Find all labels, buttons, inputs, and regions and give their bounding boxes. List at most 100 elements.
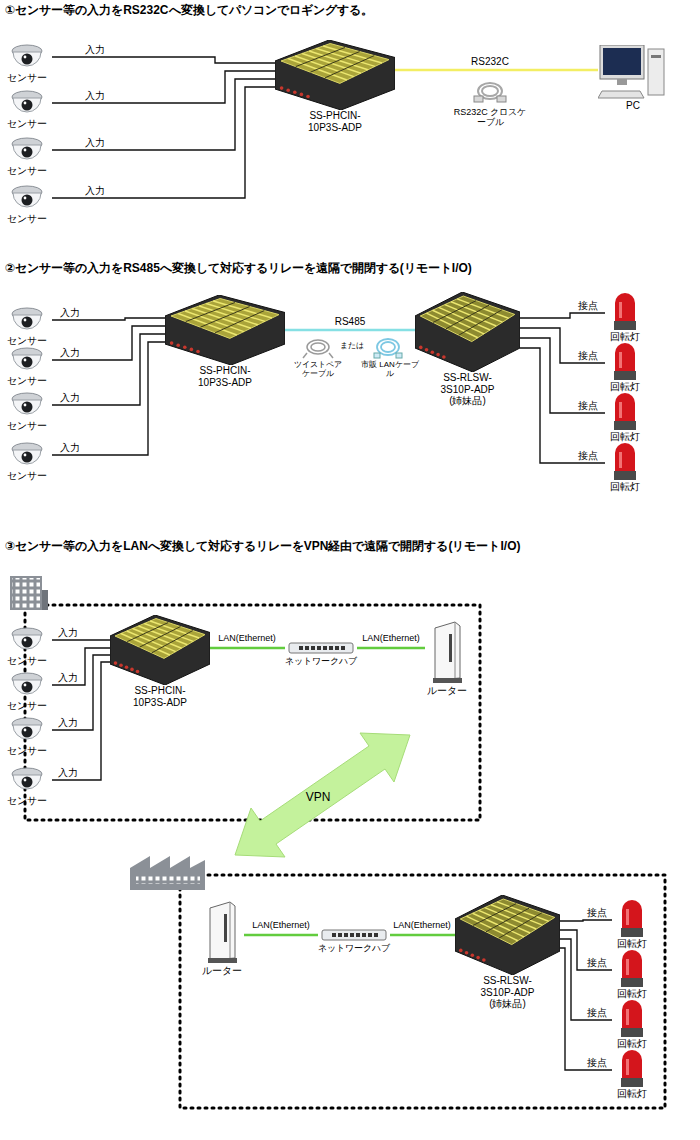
node-label: SS-PHCIN- 10P3S-ADP	[125, 685, 195, 708]
board-trace	[152, 631, 193, 653]
input-converter: SS-PHCIN- 10P3S-ADP	[165, 295, 285, 388]
terminal	[119, 663, 123, 667]
sensor-lens	[22, 357, 33, 368]
sensor-camera: センサー	[2, 305, 52, 347]
terminal	[286, 88, 290, 92]
keyboard	[598, 91, 644, 98]
vpn-label: VPN	[298, 791, 338, 805]
lamp-dome	[615, 343, 635, 371]
board-trace	[325, 56, 374, 78]
lamp-shine	[619, 452, 622, 468]
sensor-camera-icon	[2, 625, 52, 655]
node-label: 回転灯	[605, 481, 645, 493]
drive	[651, 55, 661, 58]
hub-port	[323, 646, 327, 650]
office-building	[10, 576, 48, 610]
board-trace	[140, 627, 181, 648]
connector	[52, 71, 275, 103]
terminal	[125, 666, 129, 670]
board-trace	[486, 908, 529, 932]
hub-port	[335, 646, 339, 650]
rotating-lamp-icon	[605, 393, 645, 431]
sensor-lens	[22, 637, 33, 648]
network-hub-icon	[285, 640, 357, 656]
board-trace	[186, 303, 235, 322]
sensor-dome	[13, 193, 41, 207]
cable-caption: 市販 LANケーブル	[359, 360, 421, 378]
pc-icon	[598, 45, 668, 100]
node-label: センサー	[2, 118, 52, 130]
terminal	[196, 350, 200, 354]
connector-label: 接点	[576, 350, 600, 361]
node-label: センサー	[2, 470, 52, 482]
lens-glint	[24, 729, 27, 732]
cable-caption: RS232C クロスケーブル	[450, 107, 530, 128]
terminal	[176, 343, 180, 347]
lens-glint	[24, 197, 27, 200]
lamp-shine	[626, 959, 629, 975]
node-label: センサー	[2, 213, 52, 225]
terminal	[419, 346, 423, 350]
cable-caption: ツイストペア ケーブル	[292, 360, 344, 378]
node-label: センサー	[2, 700, 52, 712]
connector	[560, 930, 612, 970]
sensor-camera-icon	[2, 390, 52, 420]
lens-glint	[24, 639, 27, 642]
lens-glint	[24, 149, 27, 152]
node-label: 回転灯	[612, 988, 652, 1000]
node-label: 回転灯	[605, 431, 645, 443]
hub-port	[317, 646, 321, 650]
hub-port	[374, 933, 378, 937]
sensor-camera: センサー	[2, 625, 52, 667]
terminal	[459, 949, 463, 953]
rotating-lamp-icon	[605, 443, 645, 481]
node-label: センサー	[2, 655, 52, 667]
board-trace	[296, 48, 345, 67]
relay-unit-icon	[415, 292, 520, 372]
lens-glint	[24, 684, 27, 687]
sensor-camera: センサー	[2, 390, 52, 432]
connector-label: 接点	[576, 400, 600, 411]
terminal	[170, 341, 174, 345]
sensor-dome	[13, 145, 41, 159]
terminal	[190, 348, 194, 352]
board-trace	[310, 52, 359, 73]
connector-label: 接点	[585, 907, 609, 918]
factory-building	[130, 856, 205, 890]
sensor-lens	[22, 682, 33, 693]
rotating-lamp-icon	[612, 1050, 652, 1088]
board-trace	[433, 301, 476, 323]
sensor-dome	[13, 400, 41, 414]
router-icon	[200, 900, 244, 965]
connector	[520, 328, 605, 363]
router-body	[210, 902, 235, 960]
device-board	[281, 44, 389, 84]
tower	[648, 49, 664, 95]
sensor-camera: センサー	[2, 765, 52, 807]
lens-glint	[24, 454, 27, 457]
rotating-lamp-icon	[612, 900, 652, 938]
connector-label: 入力	[56, 672, 80, 683]
node-label: SS-RLSW- 3S10P-ADP	[433, 372, 503, 395]
hub-port	[368, 933, 372, 937]
relay-unit: SS-RLSW- 3S10P-ADP(姉妹品)	[415, 292, 520, 407]
connector-label: 入力	[56, 627, 80, 638]
network-hub: ネットワークハブ	[285, 640, 357, 666]
hub-port	[299, 646, 303, 650]
connector-label: 接点	[576, 450, 600, 461]
board-trace	[499, 913, 542, 938]
sensor-camera: センサー	[2, 183, 52, 225]
connector-label: 接点	[576, 300, 600, 311]
hub-body	[322, 930, 386, 940]
terminal	[476, 956, 480, 960]
node-label: 回転灯	[612, 938, 652, 950]
device-body	[110, 615, 210, 685]
lens-glint	[24, 319, 27, 322]
node-label: SS-PHCIN- 10P3S-ADP	[190, 365, 260, 388]
input-converter: SS-PHCIN- 10P3S-ADP	[275, 40, 395, 133]
router: ルーター	[200, 900, 244, 977]
rotating-lamp: 回転灯	[612, 1050, 652, 1100]
